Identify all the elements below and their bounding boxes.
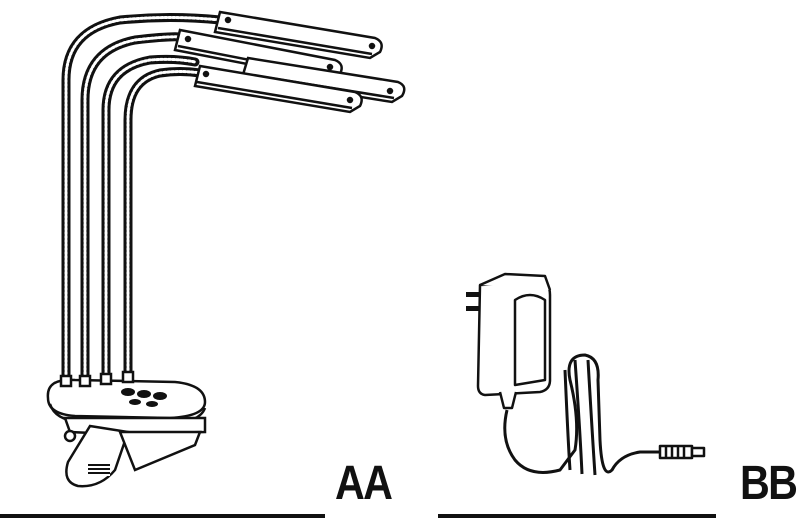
- light-bar-1: [213, 10, 383, 60]
- gooseneck-arms: [61, 13, 225, 383]
- part-label-bb: BB: [740, 457, 798, 510]
- adapter-cord: [503, 353, 662, 476]
- part-label-aa: AA: [335, 457, 393, 510]
- gooseneck-clip-lamp-icon: [46, 10, 406, 488]
- light-bars: [173, 10, 406, 114]
- arm-collars: [59, 370, 135, 388]
- light-bar-4: [193, 64, 363, 114]
- lamp-base: [46, 370, 207, 426]
- lamp-clamp: [63, 416, 207, 488]
- control-buttons: [121, 388, 167, 407]
- power-adapter-icon: [466, 272, 706, 476]
- adapter-prongs: [466, 292, 482, 311]
- dc-plug: [658, 444, 706, 460]
